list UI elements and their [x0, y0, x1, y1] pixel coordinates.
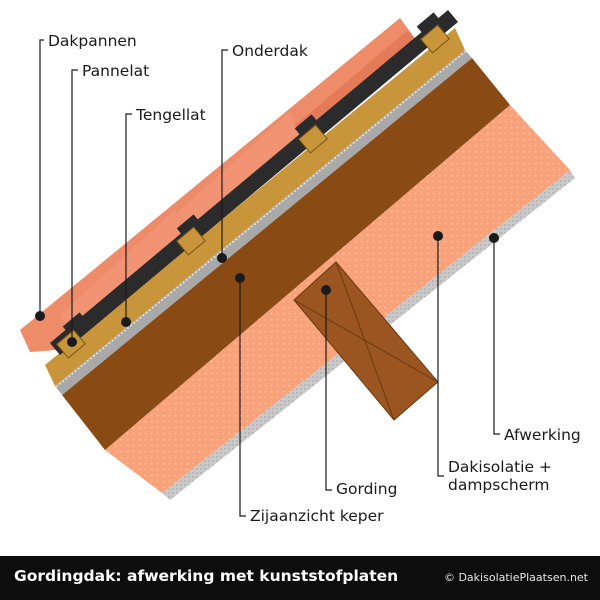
label-dakisolatie-1: Dakisolatie + [448, 458, 552, 476]
roof-tiles [20, 18, 416, 352]
label-pannelat: Pannelat [82, 62, 149, 80]
footer-bar: Gordingdak: afwerking met kunststofplate… [0, 556, 600, 600]
label-tengellat: Tengellat [135, 106, 206, 124]
label-gording: Gording [336, 480, 397, 498]
purlin-cross-2 [293, 299, 439, 383]
roof-section-diagram: Dakpannen Pannelat Tengellat Onderdak Af… [20, 10, 581, 525]
label-onderdak: Onderdak [232, 42, 308, 60]
underlay-edge [55, 50, 467, 388]
footer-title: Gordingdak: afwerking met kunststofplate… [14, 567, 399, 585]
label-dakisolatie-2: dampscherm [448, 476, 549, 494]
counter-batten-layer [45, 28, 465, 386]
label-dakpannen: Dakpannen [48, 32, 137, 50]
tile-batten-blocks [56, 24, 450, 359]
rafter-layer [62, 58, 510, 450]
label-zijaanzicht-keper: Zijaanzicht keper [250, 507, 384, 525]
footer-credit: © DakisolatiePlaatsen.net [443, 571, 588, 584]
underlay-layer [55, 50, 472, 395]
leader-lines [39, 39, 500, 517]
label-afwerking: Afwerking [504, 426, 581, 444]
tile-batten-profile [50, 10, 458, 355]
label-markers [35, 231, 499, 347]
